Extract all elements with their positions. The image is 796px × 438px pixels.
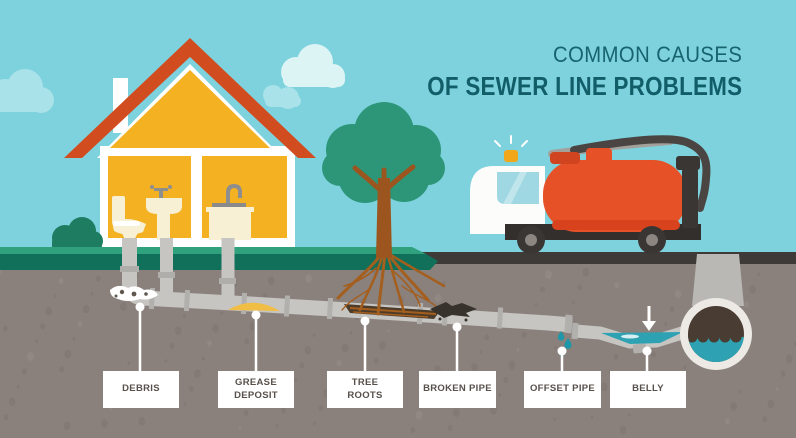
callout-label-belly: BELLY [610,371,686,408]
soil [0,258,796,438]
kitchen-sink-icon [206,183,254,240]
sewer-vacuum-truck-illustration [470,135,711,254]
callout-label-tree-roots: TREE ROOTS [327,371,403,408]
grease-clog [228,302,280,311]
callout-label-debris: DEBRIS [103,371,179,408]
page-title: COMMON CAUSES OF SEWER LINE PROBLEMS [376,42,742,102]
truck-wheels [517,226,666,254]
pedestal-sink-icon [146,185,182,240]
beacon-icon [494,135,528,162]
root-intrusion [344,304,440,319]
tree-icon [322,102,445,258]
cloud-icon [0,69,54,113]
manhole-shaft [692,254,744,306]
house-cutaway-illustration [64,38,316,252]
grass-light [0,247,426,254]
down-arrow-icon [642,306,656,331]
sewer-main-cross-section [680,298,752,370]
tank [543,160,687,232]
tree-trunk [376,178,392,258]
callout-label-grease-deposit: GREASE DEPOSIT [218,371,294,408]
rear-pump [682,168,698,228]
grass-dark [0,254,438,270]
callout-label-broken-pipe: BROKEN PIPE [419,371,496,408]
suction-hose [570,135,711,212]
cloud-icon [263,44,345,109]
title-line-1: COMMON CAUSES [552,42,742,67]
callout-connectors [135,302,652,372]
pipe-crack [430,302,477,322]
roof [64,38,316,158]
title-line-2: OF SEWER LINE PROBLEMS [426,71,742,101]
cab-window [497,172,539,204]
pipe-collars [120,266,236,284]
belly-water-pool [601,332,683,344]
callout-label-offset-pipe: OFFSET PIPE [524,371,601,408]
debris-clog [110,285,158,301]
pipe-flanges [148,287,573,334]
